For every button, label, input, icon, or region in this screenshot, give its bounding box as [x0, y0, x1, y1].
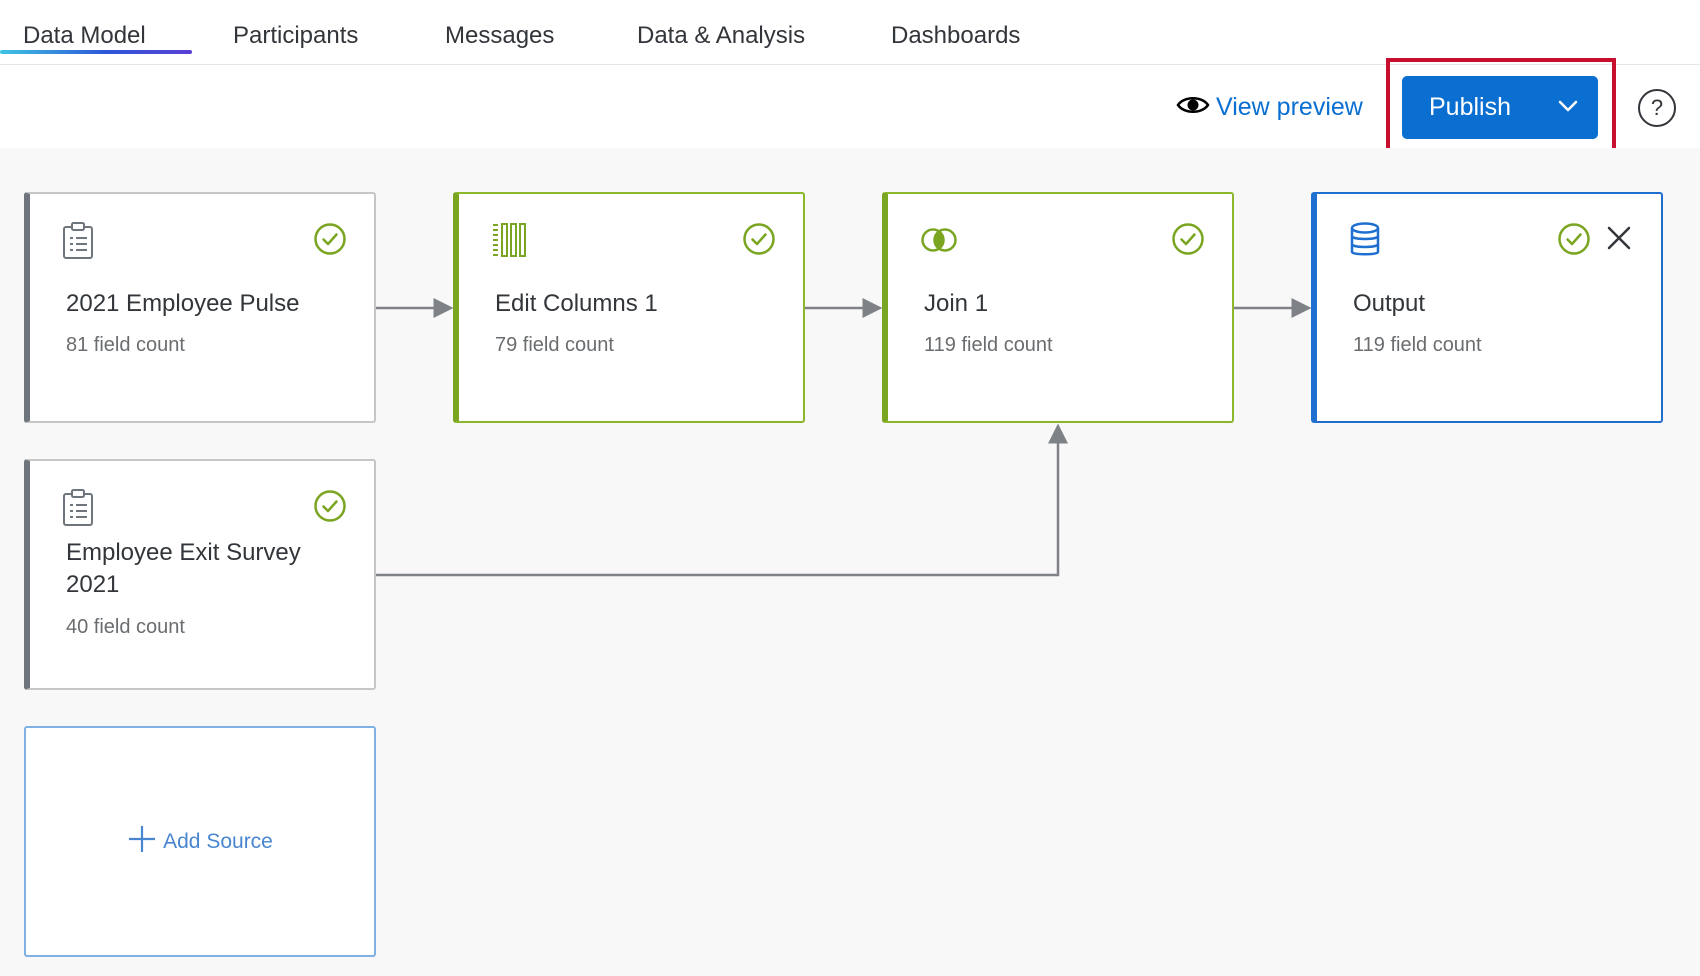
edit-columns-card[interactable]: Edit Columns 1 79 field count	[453, 192, 805, 423]
check-circle-icon	[742, 222, 776, 261]
help-label: ?	[1650, 95, 1664, 120]
join-card[interactable]: Join 1 119 field count	[882, 192, 1234, 423]
publish-button[interactable]: Publish	[1402, 76, 1598, 139]
connector-source2-join	[376, 423, 1068, 577]
field-count: 119 field count	[1353, 334, 1482, 356]
clipboard-icon	[62, 222, 94, 265]
field-count: 40 field count	[66, 616, 185, 638]
chevron-down-icon[interactable]	[1557, 98, 1579, 119]
toolbar: View preview Publish ?	[0, 58, 1700, 154]
source-card-employee-pulse[interactable]: 2021 Employee Pulse 81 field count	[24, 192, 376, 423]
close-icon[interactable]	[1605, 224, 1633, 257]
output-card[interactable]: Output 119 field count	[1311, 192, 1663, 423]
check-circle-icon	[1171, 222, 1205, 261]
check-circle-icon	[313, 489, 347, 528]
node-title: Join 1	[924, 290, 989, 317]
field-count: 79 field count	[495, 334, 614, 356]
columns-icon	[491, 222, 527, 263]
field-count: 119 field count	[924, 334, 1053, 356]
clipboard-icon	[62, 489, 94, 532]
check-circle-icon	[313, 222, 347, 261]
add-source-label: Add Source	[163, 829, 273, 853]
view-preview-link[interactable]: View preview	[1176, 89, 1363, 125]
tab-bar: Data Model Participants Messages Data & …	[0, 0, 1700, 65]
tab-dashboards[interactable]: Dashboards	[891, 22, 1021, 49]
tab-participants[interactable]: Participants	[233, 22, 359, 49]
tab-data-model[interactable]: Data Model	[23, 22, 146, 49]
node-title: Output	[1353, 290, 1426, 317]
active-tab-indicator	[0, 50, 192, 54]
field-count: 81 field count	[66, 334, 185, 356]
node-title: 2021 Employee Pulse	[66, 290, 300, 317]
join-icon	[920, 222, 958, 263]
node-title: Edit Columns 1	[495, 290, 658, 317]
check-circle-icon	[1557, 222, 1591, 261]
data-model-canvas: 2021 Employee Pulse 81 field count Edit …	[0, 148, 1700, 976]
source-card-exit-survey[interactable]: Employee Exit Survey 2021 40 field count	[24, 459, 376, 690]
view-preview-label: View preview	[1216, 92, 1363, 121]
database-icon	[1349, 222, 1381, 263]
add-source-button[interactable]: Add Source	[24, 726, 376, 957]
publish-label: Publish	[1429, 93, 1511, 121]
plus-icon	[127, 824, 157, 859]
eye-icon	[1176, 93, 1210, 122]
node-title: Employee Exit Survey 2021	[66, 539, 301, 598]
tab-data-analysis[interactable]: Data & Analysis	[637, 22, 806, 49]
help-icon[interactable]: ?	[1638, 89, 1676, 127]
tab-messages[interactable]: Messages	[445, 22, 555, 49]
